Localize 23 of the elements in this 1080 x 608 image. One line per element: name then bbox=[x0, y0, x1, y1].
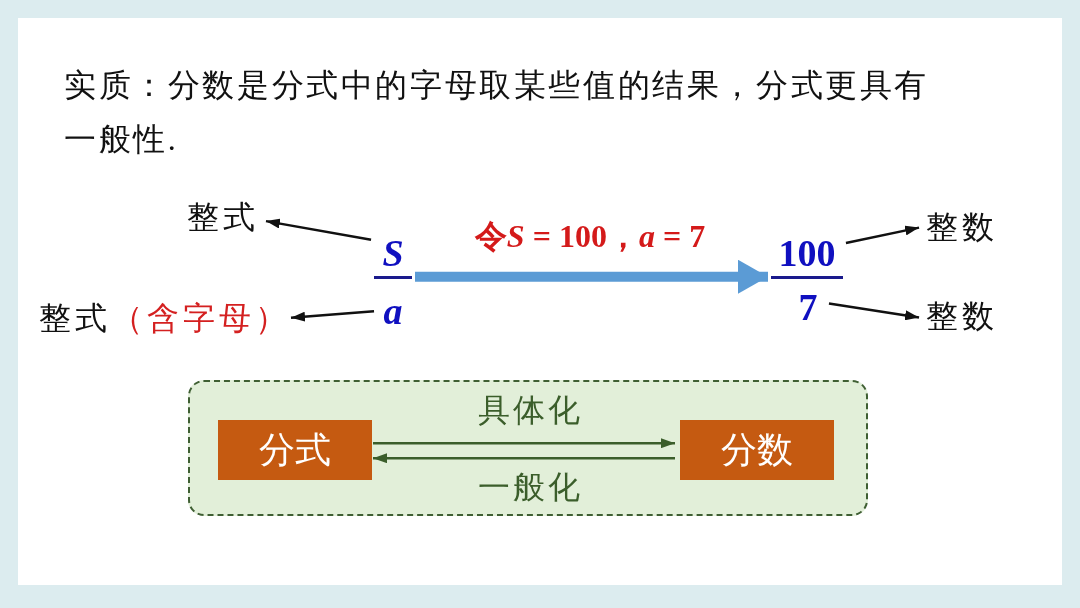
arrow bbox=[265, 218, 372, 241]
arrow bbox=[845, 225, 920, 245]
edge-label: 令S = 100，a = 7 bbox=[474, 220, 706, 252]
term-label: 整式 bbox=[183, 199, 263, 235]
concept-box: 分数 bbox=[680, 420, 834, 480]
arrow bbox=[828, 302, 920, 321]
fraction-denominator: 7 bbox=[790, 287, 826, 327]
title-text: 实质：分数是分式中的字母取某些值的结果，分式更具有一般性. bbox=[64, 66, 930, 159]
arrow bbox=[373, 438, 675, 449]
fraction-numerator: 100 bbox=[771, 222, 843, 279]
arrow bbox=[290, 310, 375, 322]
note-text: （含字母） bbox=[111, 302, 291, 334]
edge-label: 具体化 bbox=[477, 394, 583, 426]
term-label: 整数 bbox=[922, 208, 1002, 246]
edge-label: 一般化 bbox=[477, 471, 583, 503]
arrow bbox=[373, 453, 675, 464]
arrow bbox=[415, 259, 768, 294]
term-label: 整式 bbox=[39, 302, 111, 334]
term-label: 整数 bbox=[922, 297, 1002, 335]
fraction-denominator: a bbox=[377, 292, 409, 330]
concept-box: 分式 bbox=[218, 420, 372, 480]
dashed-group-box bbox=[188, 380, 868, 516]
fraction-numerator: S bbox=[374, 222, 412, 279]
